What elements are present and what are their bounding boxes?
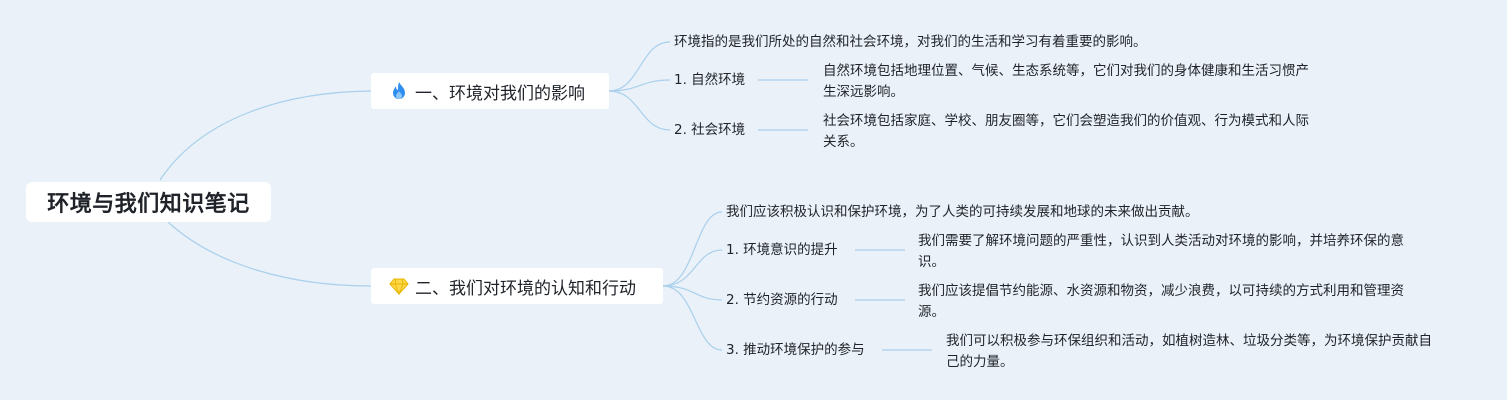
link-b1-item1 (608, 79, 671, 92)
link-b2-item2 (662, 285, 723, 301)
diamond-icon (389, 276, 409, 296)
branch2-item-participation[interactable]: 3. 推动环境保护的参与 (726, 342, 865, 358)
branch1-summary[interactable]: 环境指的是我们所处的自然和社会环境，对我们的生活和学习有着重要的影响。 (674, 34, 1147, 50)
link-b2-summary (662, 211, 723, 287)
branch-title: 二、我们对环境的认知和行动 (415, 278, 636, 299)
link-b1-summary (608, 41, 671, 92)
link-root-branch1 (159, 90, 372, 181)
branch-node-environment-influence[interactable]: 一、环境对我们的影响 (371, 73, 609, 109)
fire-icon (389, 81, 409, 101)
branch-node-awareness-action[interactable]: 二、我们对环境的认知和行动 (371, 268, 663, 304)
branch2-item-awareness-detail[interactable]: 我们需要了解环境问题的严重性，认识到人类活动对环境的影响，并培养环保的意识。 (918, 233, 1404, 270)
branch1-item-natural[interactable]: 1. 自然环境 (674, 72, 746, 88)
link-root-branch2 (167, 221, 372, 287)
branch2-item-awareness[interactable]: 1. 环境意识的提升 (726, 242, 838, 258)
branch2-item-participation-detail[interactable]: 我们可以积极参与环保组织和活动，如植树造林、垃圾分类等，为环境保护贡献自己的力量… (946, 333, 1432, 370)
branch1-item-social-detail[interactable]: 社会环境包括家庭、学校、朋友圈等，它们会塑造我们的价值观、行为模式和人际关系。 (823, 113, 1309, 150)
branch2-summary[interactable]: 我们应该积极认识和保护环境，为了人类的可持续发展和地球的未来做出贡献。 (726, 204, 1199, 220)
link-b2-item3 (662, 285, 723, 351)
branch1-item-natural-detail[interactable]: 自然环境包括地理位置、气候、生态系统等，它们对我们的身体健康和生活习惯产生深远影… (823, 63, 1309, 100)
root-node[interactable]: 环境与我们知识笔记 (26, 182, 271, 222)
link-b2-item1 (662, 249, 723, 287)
branch1-item-social[interactable]: 2. 社会环境 (674, 122, 746, 138)
branch-title: 一、环境对我们的影响 (415, 83, 585, 104)
branch2-item-saving-detail[interactable]: 我们应该提倡节约能源、水资源和物资，减少浪费，以可持续的方式利用和管理资源。 (918, 283, 1404, 320)
root-title: 环境与我们知识笔记 (47, 192, 250, 217)
branch2-item-saving[interactable]: 2. 节约资源的行动 (726, 292, 838, 308)
link-b1-item2 (608, 90, 671, 131)
